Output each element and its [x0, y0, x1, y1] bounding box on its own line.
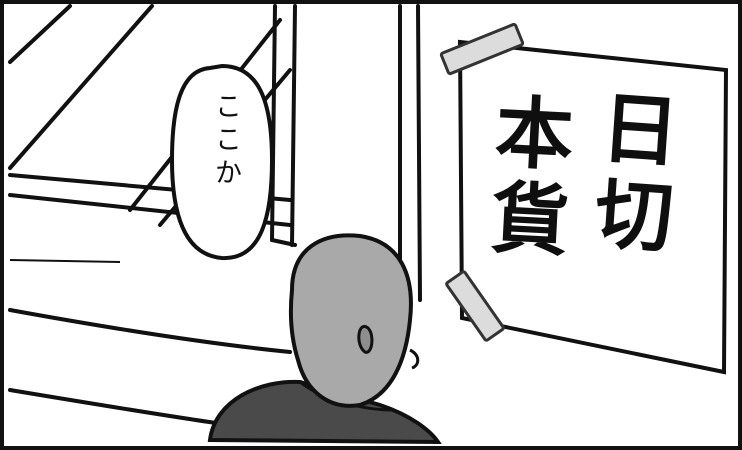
- man-shirt: [207, 379, 442, 445]
- sign-text-left-column: 本貨: [475, 89, 575, 267]
- wall-sign-paper: [457, 39, 729, 375]
- speech-bubble-shape: [169, 63, 275, 261]
- tape-pieces: [439, 22, 525, 342]
- wall-edge-line: [9, 259, 121, 263]
- wall-pillar: [8, 4, 422, 427]
- man-nose: [409, 348, 420, 370]
- man-head: [288, 233, 413, 408]
- sign-text-right-column: 日切: [579, 85, 681, 263]
- man-ear: [357, 324, 374, 354]
- speech-bubble-text: ここか: [210, 92, 241, 191]
- bald-man-figure: [207, 233, 442, 445]
